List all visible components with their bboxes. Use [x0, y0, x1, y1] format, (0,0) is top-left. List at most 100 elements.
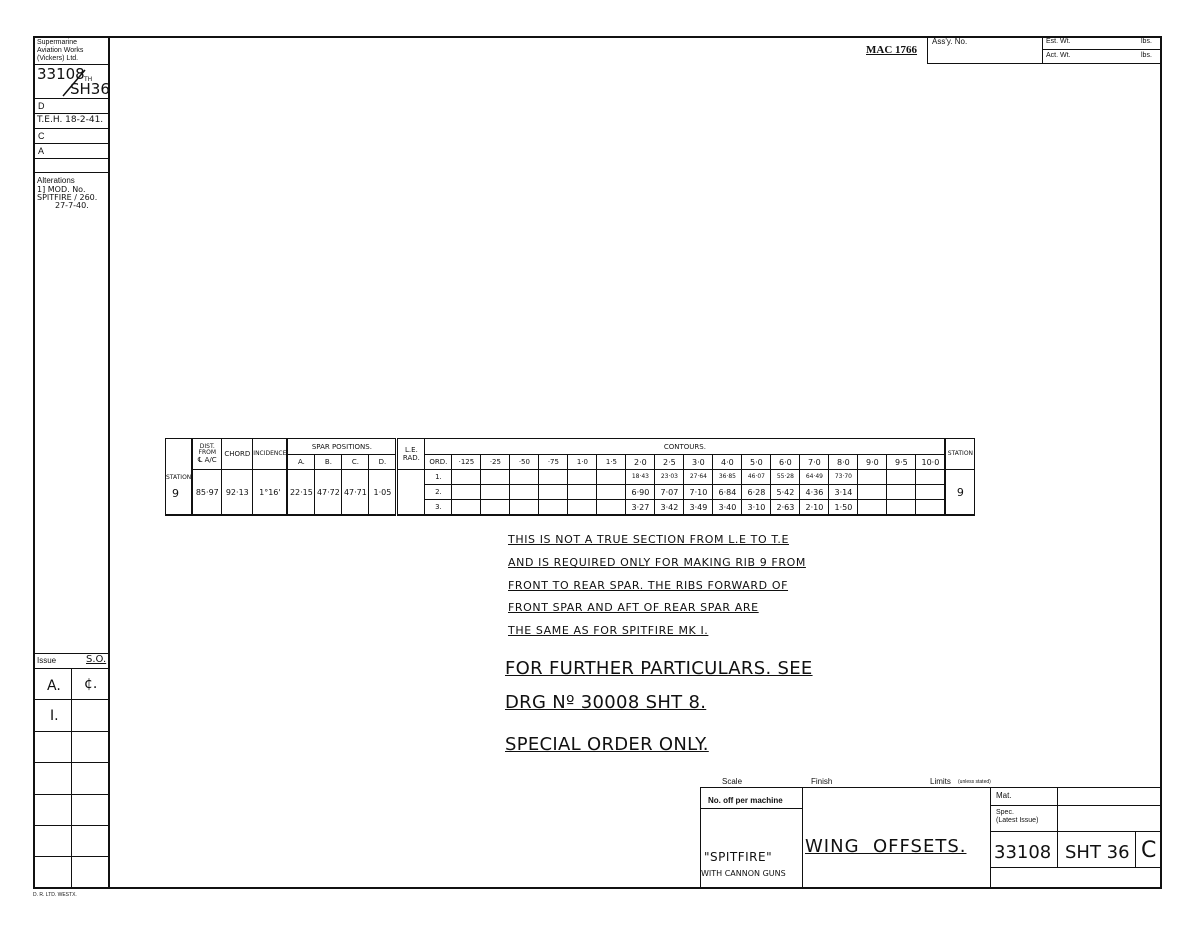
note-line-3: FRONT TO REAR SPAR. THE RIBS FORWARD OF [508, 579, 789, 592]
lc-rule-4 [35, 128, 108, 129]
offset-cell: 36·85 [712, 469, 743, 485]
special-order: SPECIAL ORDER ONLY. [505, 734, 709, 755]
issue-rule-8 [35, 856, 108, 857]
rev-a: A [38, 146, 45, 156]
est-wt-lbs: lbs. [1141, 38, 1152, 45]
offset-cell: 3·14 [828, 484, 859, 500]
finish-label: Finish [811, 777, 833, 786]
maker-line-2: Aviation Works [37, 47, 84, 54]
station-right-value: 9 [944, 469, 976, 516]
tb-row-2 [990, 805, 1160, 806]
tb-top [700, 787, 1160, 788]
le-label-2: RAD. [402, 454, 420, 462]
note-line-4: FRONT SPAR AND AFT OF REAR SPAR ARE [508, 601, 759, 614]
offset-cell: 23·03 [654, 469, 685, 485]
offset-cell [857, 499, 888, 516]
col-header: 1·5 [596, 454, 627, 470]
note-line-1: THIS IS NOT A TRUE SECTION FROM L.E TO T… [508, 533, 790, 546]
maker-line-1: Supermarine [37, 39, 78, 46]
offset-cell: 2·10 [799, 499, 830, 516]
issue-so: S.O. [86, 654, 107, 665]
ord-cell: 3. [424, 499, 453, 516]
alteration-note-3: 27-7-40. [55, 201, 89, 210]
col-header: 5·0 [741, 454, 772, 470]
offset-cell [567, 484, 598, 500]
offset-cell: 6·84 [712, 484, 743, 500]
offset-cell: 64·49 [799, 469, 830, 485]
offset-cell: 46·07 [741, 469, 772, 485]
dist-header: DIST. FROM ℄ A/C [191, 438, 223, 470]
offset-cell [538, 499, 569, 516]
offset-cell: 7·07 [654, 484, 685, 500]
offset-cell: 3·40 [712, 499, 743, 516]
le-label-1: L.E. [405, 446, 418, 454]
offset-cell: 6·28 [741, 484, 772, 500]
spar-c-value: 47·71 [341, 469, 370, 516]
station-header-label: STATION [166, 473, 192, 481]
tb-row-1 [700, 808, 802, 809]
offset-cell [451, 499, 482, 516]
offset-cell [886, 484, 917, 500]
col-header: 3·0 [683, 454, 714, 470]
scale-label: Scale [722, 777, 743, 786]
offset-cell [509, 499, 540, 516]
frame-right [1160, 36, 1162, 889]
col-header: 2·0 [625, 454, 656, 470]
issue-row1-a: A. [47, 678, 61, 694]
lc-rule-5 [35, 143, 108, 144]
issue-letter: C [1141, 838, 1157, 863]
offset-cell [480, 469, 511, 485]
col-header: 10·0 [915, 454, 946, 470]
frame-top [33, 36, 1162, 38]
offset-cell [451, 484, 482, 500]
offset-cell: 2·63 [770, 499, 801, 516]
spar-d-value: 1·05 [368, 469, 398, 516]
offset-cell [538, 469, 569, 485]
offset-cell: 3·27 [625, 499, 656, 516]
title-drawing-number: 33108 [994, 842, 1052, 863]
offset-cell [886, 499, 917, 516]
issue-rule-6 [35, 794, 108, 795]
issue-rule-top [35, 653, 108, 654]
spar-b-header: B. [314, 454, 343, 470]
col-header: ·75 [538, 454, 569, 470]
offset-cell: 18·43 [625, 469, 656, 485]
offset-cell [857, 469, 888, 485]
ord-cell: 1. [424, 469, 453, 485]
le-rad-header: L.E. RAD. [395, 438, 426, 470]
offset-cell [567, 469, 598, 485]
rev-e-entry: T.E.H. 18-2-41. [37, 115, 104, 125]
offset-cell: 1·50 [828, 499, 859, 516]
offset-cell [915, 484, 946, 500]
col-header: 9·0 [857, 454, 888, 470]
aircraft-name: "SPITFIRE" [704, 850, 773, 864]
further-particulars: FOR FURTHER PARTICULARS. SEE [505, 658, 813, 679]
station-value: 9 [172, 487, 179, 500]
limits-label: Limits [930, 777, 951, 786]
tb-row-3 [990, 831, 1160, 832]
spar-positions-header: SPAR POSITIONS. [286, 438, 398, 455]
printer-mark: D. R. LTD. WESTX. [33, 892, 77, 898]
est-wt-label: Est. Wt. [1046, 38, 1071, 45]
offset-cell: 5·42 [770, 484, 801, 500]
left-sheet-number: SH36 [70, 80, 110, 98]
frame-bottom [33, 887, 1162, 889]
offset-cell: 7·10 [683, 484, 714, 500]
col-header: ·50 [509, 454, 540, 470]
hdr-mid [1042, 36, 1043, 64]
offset-cell: 73·70 [828, 469, 859, 485]
issue-label: Issue [37, 656, 57, 665]
offset-cell: 3·49 [683, 499, 714, 516]
col-header: 2·5 [654, 454, 685, 470]
offset-cell: 55·28 [770, 469, 801, 485]
lc-rule-7 [35, 172, 108, 173]
alteration-note-1: 1] MOD. No. [37, 185, 86, 194]
issue-row2-a: I. [50, 708, 59, 724]
offset-cell [509, 484, 540, 500]
dist-label-2: FROM [198, 449, 217, 456]
hdr-row [1042, 49, 1160, 50]
alteration-note-2: SPITFIRE / 260. [37, 193, 98, 202]
spec-label: Spec. (Latest Issue) [996, 809, 1038, 825]
tb-divider-1 [802, 787, 803, 889]
spar-b-value: 47·72 [314, 469, 343, 516]
